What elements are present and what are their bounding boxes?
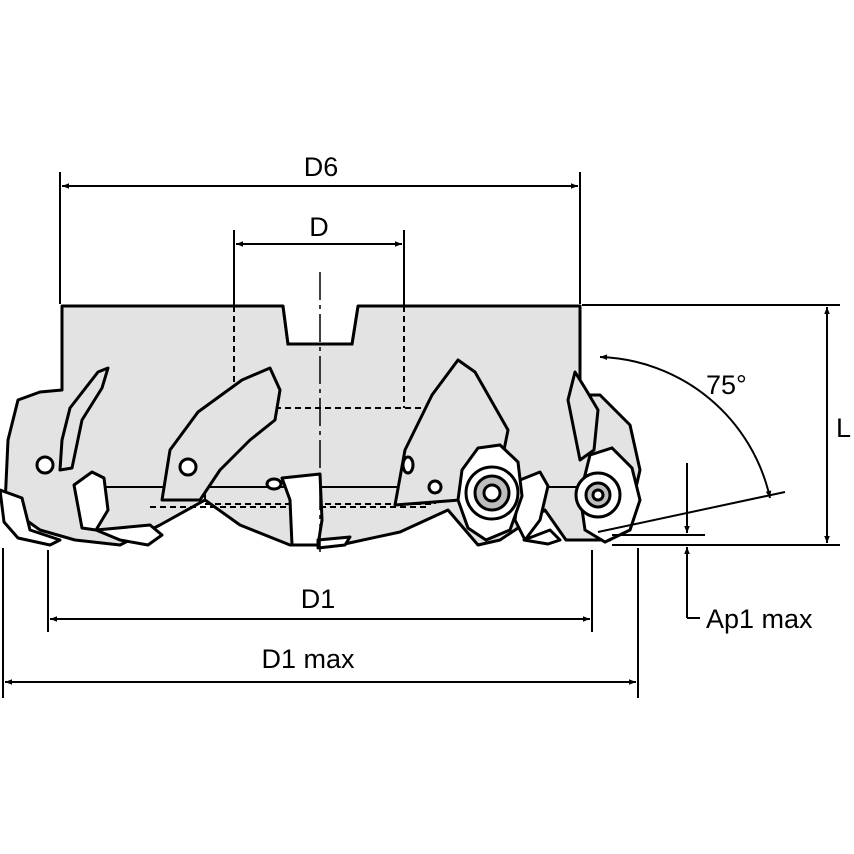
dimension-d1-max bbox=[2, 548, 639, 698]
screw-hole-2 bbox=[178, 457, 198, 477]
dimension-l bbox=[582, 304, 840, 546]
label-d: D bbox=[309, 212, 329, 242]
dimension-ap1-max bbox=[612, 463, 705, 619]
dimension-d1 bbox=[47, 550, 593, 632]
chip-pocket-1 bbox=[58, 366, 110, 472]
screw-hole-3 bbox=[401, 455, 415, 475]
label-ap1-max: Ap1 max bbox=[706, 604, 813, 634]
screw-holes bbox=[35, 455, 443, 495]
face-insert-round bbox=[456, 443, 524, 542]
label-l: L bbox=[836, 413, 851, 443]
screw-hole-1 bbox=[35, 455, 55, 475]
screw-hole-5 bbox=[265, 477, 283, 491]
label-d1: D1 bbox=[301, 584, 336, 614]
label-d1-max: D1 max bbox=[261, 644, 355, 674]
insert-right-2 bbox=[522, 528, 562, 546]
insert-center-tip bbox=[316, 535, 352, 550]
insert-left-1 bbox=[0, 488, 62, 547]
chip-pocket-4 bbox=[566, 370, 600, 462]
insert-left-3 bbox=[94, 523, 164, 547]
screw-hole-4 bbox=[427, 479, 443, 495]
dimension-d bbox=[233, 230, 405, 306]
insert-left-2 bbox=[72, 470, 110, 532]
dimension-angle bbox=[597, 354, 786, 533]
label-d6: D6 bbox=[304, 152, 339, 182]
dimension-d6 bbox=[59, 172, 581, 304]
label-angle: 75° bbox=[706, 370, 747, 400]
